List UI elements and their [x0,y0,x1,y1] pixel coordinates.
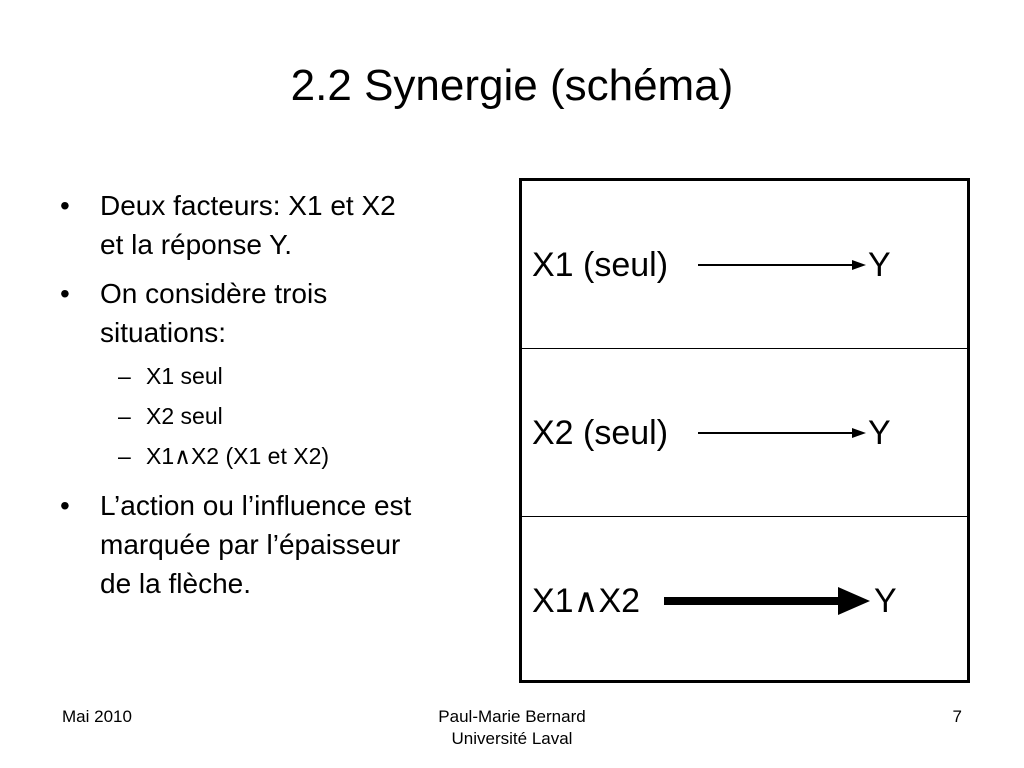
diagram-row-x1: X1 (seul) Y [522,181,967,349]
sub-bullet-marker: – [118,363,131,389]
bullet-marker: • [60,190,70,221]
footer-date: Mai 2010 [62,707,132,726]
diagram-target-label: Y [868,414,891,452]
diagram-target-label: Y [874,582,897,620]
sub-bullet-item: – X2 seul [100,396,500,436]
footer-author-name: Paul-Marie Bernard [438,707,586,726]
thin-arrow-icon [698,260,866,270]
footer-institution: Université Laval [451,729,573,748]
diagram-row-x2: X2 (seul) Y [522,349,967,517]
sub-bullet-list: – X1 seul – X2 seul – X1∧X2 (X1 et X2) [100,356,500,476]
bullet-list: • Deux facteurs: X1 et X2 et la réponse … [60,186,500,603]
footer-author: Paul-Marie Bernard Université Laval [0,706,1024,750]
diagram-row-x1-x2: X1∧X2 Y [522,517,967,680]
diagram-target-label: Y [868,246,891,284]
bullet-content: • Deux facteurs: X1 et X2 et la réponse … [60,186,500,613]
bullet-item: • On considère trois situations: – X1 se… [60,274,500,476]
bullet-item: • L’action ou l’influence est marquée pa… [60,486,500,603]
sub-bullet-item: – X1 seul [100,356,500,396]
diagram-source-label: X1 (seul) [532,246,669,284]
page-number: 7 [952,707,962,726]
bullet-text-line: marquée par l’épaisseur [100,529,401,560]
sub-bullet-text: X1 seul [146,363,223,389]
diagram-source-label: X1∧X2 [532,582,641,620]
diagram-source-label: X2 (seul) [532,414,669,452]
bullet-text-line: de la flèche. [100,568,251,599]
bullet-text-line: et la réponse Y. [100,229,293,260]
bullet-text-line: L’action ou l’influence est [100,490,412,521]
bullet-marker: • [60,490,70,521]
sub-bullet-item: – X1∧X2 (X1 et X2) [100,436,500,476]
bullet-item: • Deux facteurs: X1 et X2 et la réponse … [60,186,500,264]
bullet-text-line: situations: [100,317,227,348]
thin-arrow-icon [698,428,866,438]
synergy-diagram: X1 (seul) Y X2 (seul) Y X1∧X2 Y [519,178,970,683]
row-divider [522,348,967,349]
bullet-marker: • [60,278,70,309]
bullet-text-line: Deux facteurs: X1 et X2 [100,190,396,221]
thick-arrow-icon [664,587,870,615]
sub-bullet-text: X2 seul [146,403,223,429]
sub-bullet-marker: – [118,403,131,429]
slide-title: 2.2 Synergie (schéma) [290,61,734,110]
row-divider [522,516,967,517]
sub-bullet-text: X1∧X2 (X1 et X2) [146,443,330,469]
sub-bullet-marker: – [118,443,131,469]
bullet-text-line: On considère trois [100,278,328,309]
